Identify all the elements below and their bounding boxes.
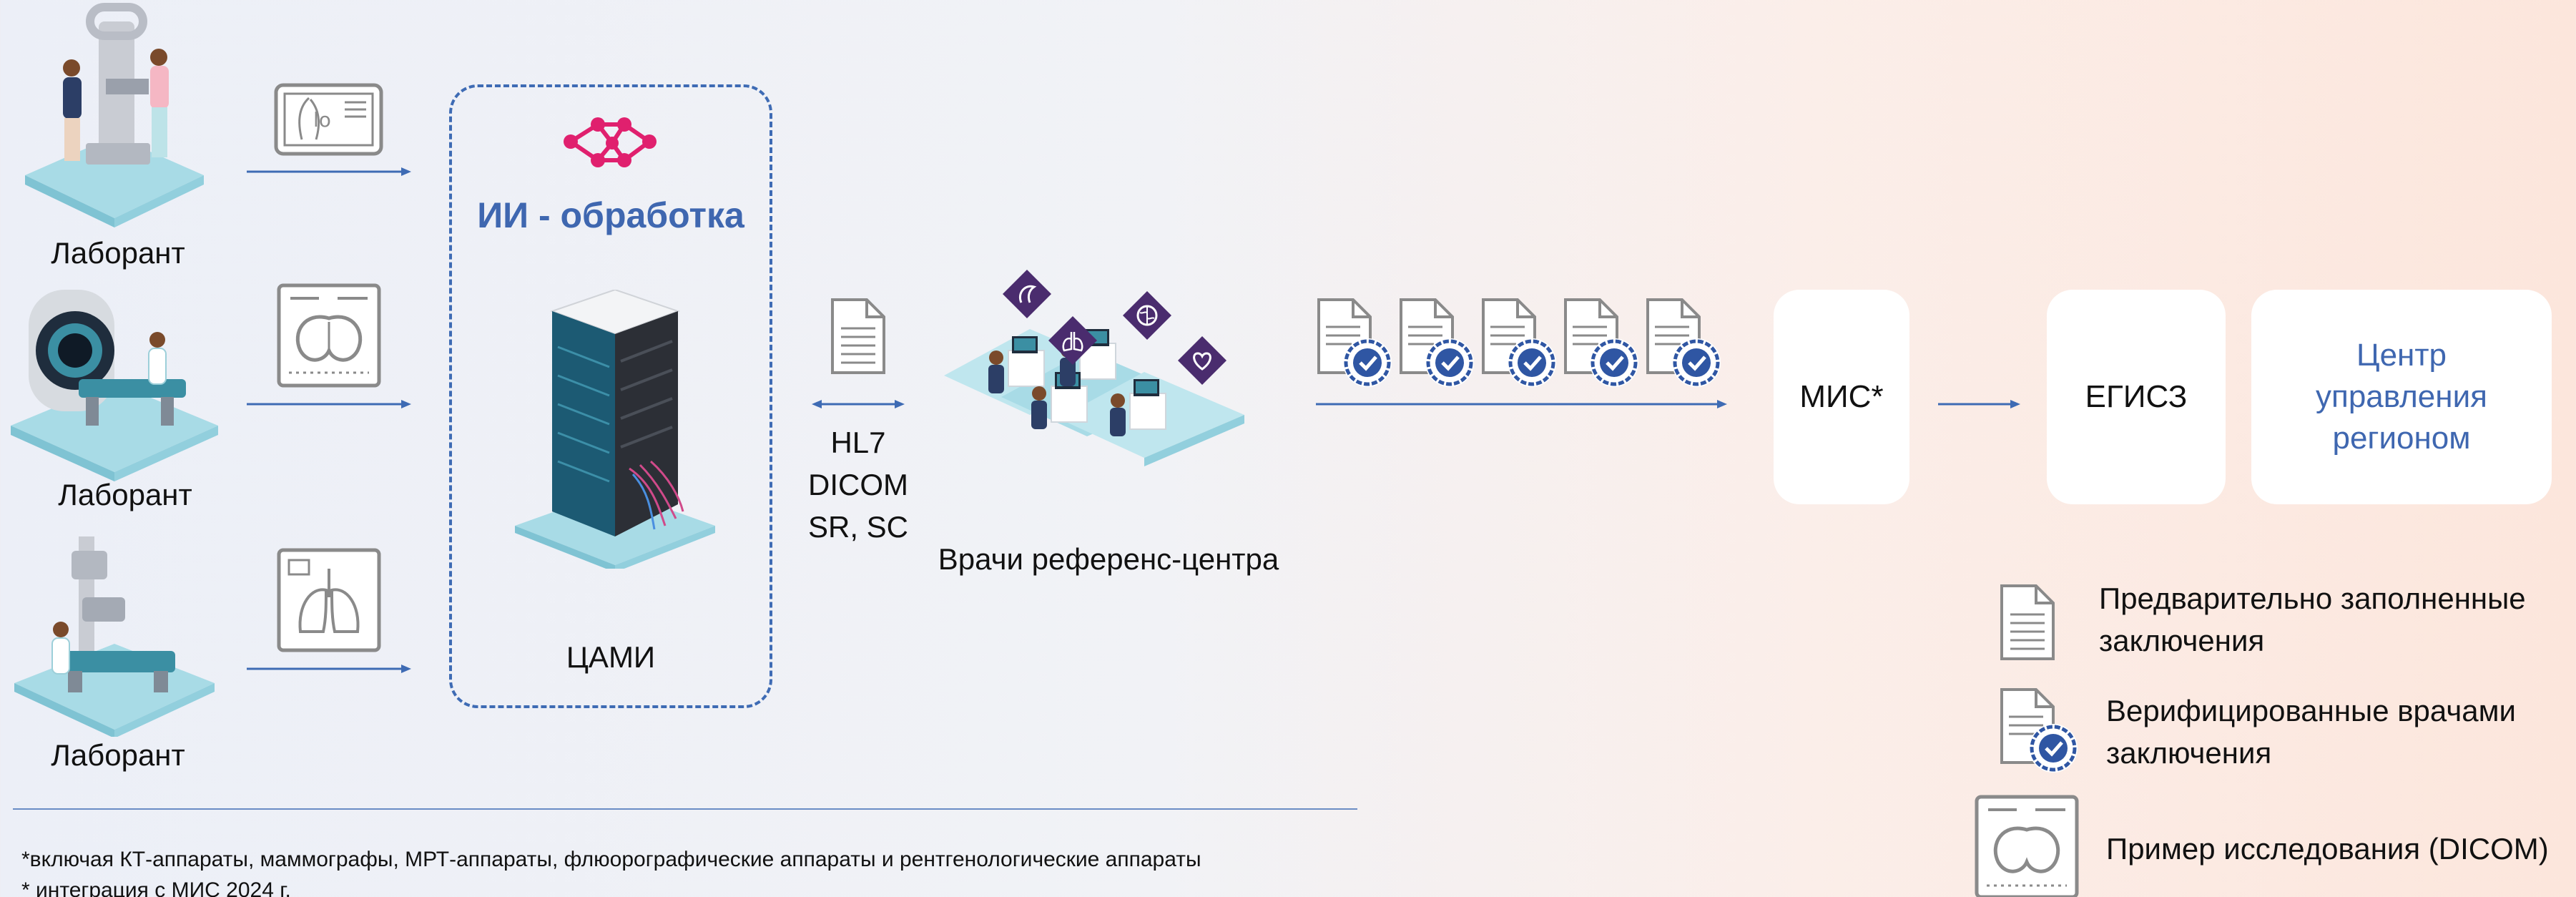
- arrow-mis-to-egisz: [1938, 400, 2020, 408]
- mammograph-station-illustration: [25, 3, 204, 227]
- legend-dicom-icon: [1975, 795, 2079, 897]
- doctors-label: Врачи референс-центра: [938, 542, 1279, 576]
- legend-verified-doc-icon: [2000, 688, 2078, 773]
- legend-prefilled-doc-icon: [2000, 584, 2055, 660]
- report-document-icon: [831, 298, 885, 374]
- mis-label: МИС*: [1799, 379, 1884, 414]
- brain-badge-icon: [1123, 291, 1171, 340]
- server-rack-illustration: [515, 290, 715, 569]
- legend-prefilled-label: Предварительно заполненные заключения: [2099, 582, 2526, 657]
- mis-card: МИС*: [1774, 290, 1909, 504]
- egisz-card: ЕГИСЗ: [2047, 290, 2226, 504]
- mammography-scan-icon: lo: [274, 83, 383, 156]
- region-control-center-label: Центр управления регионом: [2316, 337, 2487, 456]
- footnote-mis-integration: * интеграция с МИС 2024 г.: [21, 878, 291, 897]
- protocol-dicom: DICOM: [808, 467, 908, 501]
- legend-verified-label: Верифицированные врачами заключения: [2106, 694, 2516, 770]
- protocol-list: HL7 DICOM SR, SC: [794, 422, 923, 548]
- lung-xray-icon: [277, 548, 381, 652]
- arrow-lab1-to-ai: [247, 167, 411, 176]
- svg-text:lo: lo: [313, 108, 331, 132]
- protocol-hl7: HL7: [830, 426, 886, 459]
- lungs-badge-icon: [1048, 316, 1097, 365]
- ai-processing-container: [449, 84, 772, 708]
- heart-badge-icon: [1178, 336, 1226, 385]
- reference-center-doctors-illustration: [944, 329, 1244, 466]
- egisz-label: ЕГИСЗ: [2085, 379, 2188, 414]
- mammography-badge-icon: [1003, 270, 1051, 318]
- ai-network-logo-icon: [564, 117, 657, 167]
- verified-reports-row: [1317, 297, 1731, 393]
- arrow-lab2-to-ai: [247, 400, 411, 408]
- ct-scanner-station-illustration: [11, 290, 218, 481]
- lab-label-2: Лаборант: [58, 478, 192, 511]
- ai-processing-title: ИИ - обработка: [477, 195, 744, 235]
- footnote-devices: *включая КТ-аппараты, маммографы, МРТ-ап…: [21, 848, 1201, 871]
- footnote-divider: [13, 808, 1357, 810]
- lab-label-1: Лаборант: [51, 236, 185, 270]
- bidirectional-arrow: [812, 400, 905, 408]
- protocol-sr-sc: SR, SC: [807, 509, 909, 544]
- legend-dicom-label: Пример исследования (DICOM): [2106, 832, 2549, 866]
- server-label: ЦАМИ: [566, 640, 656, 674]
- xray-station-illustration: [14, 536, 215, 737]
- region-control-center-card: Центр управления регионом: [2251, 290, 2552, 504]
- lab-label-3: Лаборант: [51, 738, 185, 772]
- arrow-lab3-to-ai: [247, 665, 411, 673]
- arrow-doctors-to-mis: [1316, 400, 1727, 408]
- ct-scan-icon: [277, 283, 381, 388]
